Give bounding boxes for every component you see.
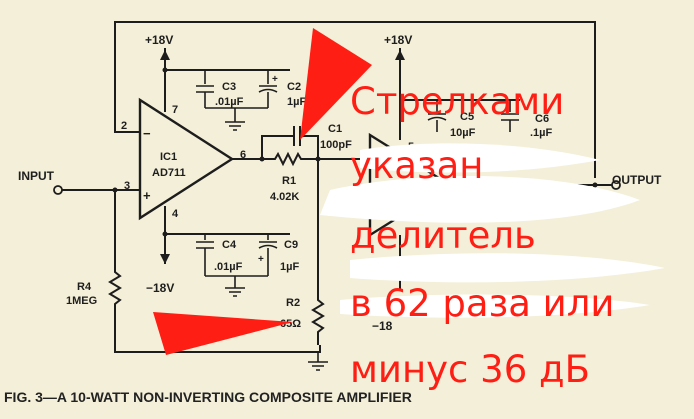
r1-resistor (262, 151, 318, 167)
c2-capacitor (258, 70, 278, 108)
c2-value: 1µF (287, 96, 306, 108)
annotation-line-2: указан (350, 144, 483, 187)
r2-resistor (311, 159, 325, 345)
ic1-opamp-symbol (138, 97, 235, 221)
supply-top-right-label: +18V (384, 33, 412, 47)
c9-capacitor (258, 234, 278, 276)
c5-value: 10µF (450, 127, 476, 139)
c3-value: .01µF (215, 96, 244, 108)
c2-name: C2 (287, 81, 301, 93)
c9-name: C9 (284, 239, 298, 251)
output-label: OUTPUT (612, 173, 662, 187)
c4-capacitor (196, 234, 214, 276)
supply-bottom-left-label: −18V (146, 281, 174, 295)
ic1-part: AD711 (152, 167, 186, 179)
bottom-ground-symbol (205, 275, 268, 297)
input-terminal (53, 185, 63, 195)
c3-name: C3 (222, 81, 236, 93)
c1-name: C1 (328, 123, 342, 135)
redaction-3 (350, 253, 665, 283)
ic1-minus-sign: − (143, 126, 151, 141)
annotation-line-4: в 62 раза или (350, 282, 614, 325)
c1-capacitor (261, 126, 319, 159)
c4-name: C4 (222, 239, 237, 251)
r1-name: R1 (282, 175, 296, 187)
pin-4-label: 4 (172, 208, 179, 220)
ic1-plus-sign: + (143, 188, 151, 203)
c6-name: C6 (535, 113, 549, 125)
pin-2-label: 2 (121, 120, 127, 132)
pin-7-label: 7 (172, 104, 178, 116)
supply-bottom-left-arrow (160, 254, 170, 264)
annotation-line-5: минус 36 дБ (350, 348, 590, 391)
bottom-cap-node (162, 231, 168, 237)
pin-3-label: 3 (124, 180, 130, 192)
c6-value: .1µF (530, 127, 553, 139)
redaction-scribbles (320, 143, 665, 318)
c5-capacitor (427, 100, 447, 132)
annotation-line-1: Стрелками (350, 80, 564, 123)
red-arrow-bottom (153, 312, 293, 355)
c4-value: .01µF (214, 261, 243, 273)
redaction-1 (360, 143, 600, 173)
r1-value: 4.02K (270, 191, 299, 203)
c5-name: C5 (460, 111, 474, 123)
supply-top-left-arrow (160, 50, 170, 60)
pin-6-label: 6 (240, 149, 246, 161)
supply-top-left-label: +18V (145, 33, 173, 47)
output-node-dot (592, 182, 598, 188)
top-ground-symbol (205, 107, 268, 131)
output-terminal (611, 180, 621, 190)
c6-capacitor (501, 100, 519, 132)
c9-plus: + (258, 254, 264, 265)
r4-value: 1MEG (66, 295, 97, 307)
bottom-ground-wire (114, 305, 321, 353)
redaction-4 (340, 294, 650, 318)
input-label: INPUT (18, 169, 55, 183)
red-arrow-top (300, 28, 372, 140)
redaction-2 (320, 176, 640, 223)
r2-value: 65Ω (280, 318, 301, 330)
supply-bottom-right-label: −18 (372, 319, 393, 333)
ic1-name: IC1 (160, 151, 177, 163)
annotation-line-3: делитель (350, 214, 536, 257)
r4-resistor (108, 190, 122, 305)
supply-top-right-arrow (395, 50, 405, 60)
r2-ground-symbol (308, 352, 328, 371)
c9-value: 1µF (280, 261, 299, 273)
top-cap-node (162, 67, 168, 73)
c1-value: 100pF (320, 139, 352, 151)
c2-plus: + (272, 74, 278, 85)
r2-name: R2 (286, 297, 300, 309)
r4-name: R4 (77, 281, 92, 293)
c3-capacitor (196, 70, 214, 108)
figure-caption: FIG. 3—A 10-WATT NON-INVERTING COMPOSITE… (4, 389, 412, 405)
